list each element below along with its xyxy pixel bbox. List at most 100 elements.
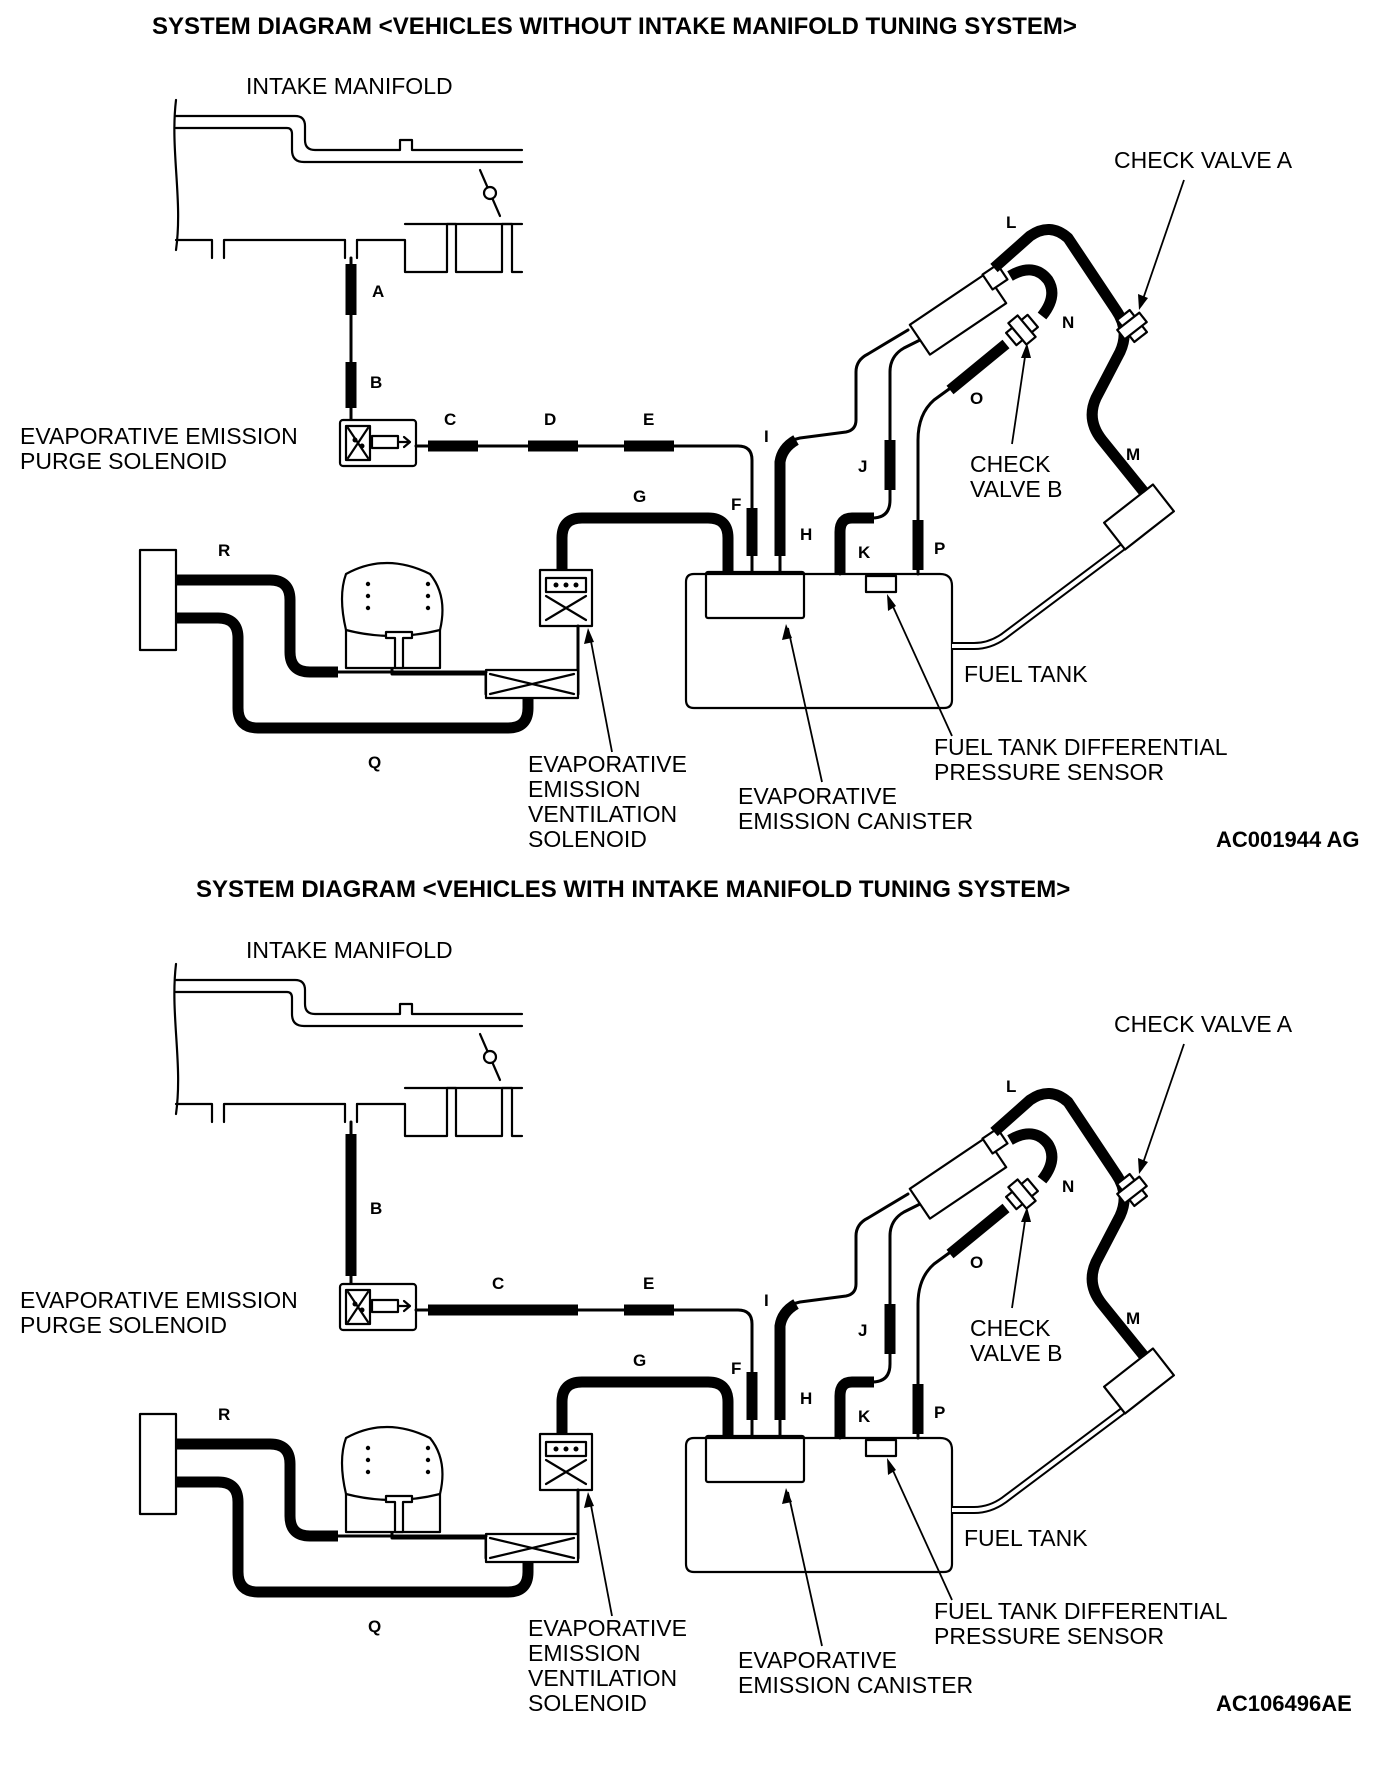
purge-solenoid-label-1: EVAPORATIVE EMISSION (20, 423, 298, 449)
intake-manifold-label: INTAKE MANIFOLD (246, 73, 453, 99)
ventilation-solenoid-label-4: SOLENOID (528, 826, 647, 852)
fuel-filler-neck (1103, 483, 1175, 551)
hose-q-2 (176, 1476, 534, 1598)
intake-manifold-label-2: INTAKE MANIFOLD (246, 937, 453, 963)
hose-l-label-2: L (1006, 1077, 1016, 1096)
check-valve-a (1115, 308, 1149, 344)
ventilation-solenoid-label-2-1: EVAPORATIVE (528, 1615, 687, 1641)
ventilation-solenoid-label-2: EMISSION (528, 776, 640, 802)
hose-b-label: B (370, 373, 382, 392)
pressure-sensor-2 (864, 1438, 898, 1458)
hose-p-label: P (934, 539, 945, 558)
hose-o (946, 339, 1010, 395)
hose-k (834, 512, 874, 574)
ventilation-solenoid-label-3: VENTILATION (528, 801, 677, 827)
hose-b-label-2: B (370, 1199, 382, 1218)
hose-g-label-2: G (633, 1351, 646, 1370)
ventilation-solenoid-label-1: EVAPORATIVE (528, 751, 687, 777)
hose-d-label: D (544, 410, 556, 429)
check-valve-b-label-2-1: CHECK (970, 1315, 1051, 1341)
hose-f-label: F (731, 495, 741, 514)
pressure-sensor-label-2-1: FUEL TANK DIFFERENTIAL (934, 1598, 1228, 1624)
hose-o-2 (946, 1203, 1010, 1259)
pressure-sensor-label-2-2: PRESSURE SENSOR (934, 1623, 1164, 1649)
intake-manifold-2 (173, 962, 524, 1138)
check-valve-b-label-2: VALVE B (970, 476, 1062, 502)
hose-g (556, 512, 734, 572)
purge-solenoid-label-2-2: PURGE SOLENOID (20, 1312, 227, 1338)
hose-h-label-2: H (800, 1389, 812, 1408)
ventilation-solenoid-label-2-2: EMISSION (528, 1640, 640, 1666)
canister-label-2-2: EMISSION CANISTER (738, 1672, 973, 1698)
hose-i-label-2: I (764, 1291, 769, 1310)
check-valve-a-label: CHECK VALVE A (1114, 147, 1293, 173)
hose-l-label: L (1006, 213, 1016, 232)
purge-solenoid (338, 418, 418, 468)
hose-n-label: N (1062, 313, 1074, 332)
hose-a-label: A (372, 282, 384, 301)
hose-h (774, 435, 799, 556)
pressure-sensor (864, 574, 898, 594)
check-valve-a-2 (1115, 1172, 1149, 1208)
hose-h-label: H (800, 525, 812, 544)
hose-k-2 (834, 1376, 874, 1438)
diagram-2-code: AC106496AE (1216, 1691, 1352, 1716)
ventilation-solenoid-label-2-3: VENTILATION (528, 1665, 677, 1691)
canister-label-2-1: EVAPORATIVE (738, 1647, 897, 1673)
hose-e-label: E (643, 410, 654, 429)
check-valve-b-label-1: CHECK (970, 451, 1051, 477)
hose-h-2 (774, 1299, 799, 1420)
purge-solenoid-2 (338, 1282, 418, 1332)
hose-q-label: Q (368, 753, 381, 772)
hose-c-label-2: C (492, 1274, 504, 1293)
ventilation-solenoid-label-2-4: SOLENOID (528, 1690, 647, 1716)
diagram-2-title: SYSTEM DIAGRAM <VEHICLES WITH INTAKE MAN… (196, 876, 1070, 903)
hose-k-label: K (858, 543, 871, 562)
hose-n-label-2: N (1062, 1177, 1074, 1196)
air-inlet-2 (340, 1425, 444, 1534)
check-valve-a-label-2: CHECK VALVE A (1114, 1011, 1293, 1037)
hose-r (176, 574, 338, 678)
canister-label-2: EMISSION CANISTER (738, 808, 973, 834)
fuel-tank-label: FUEL TANK (964, 661, 1088, 687)
hose-n-2 (1007, 1128, 1058, 1184)
fuel-filler-bracket-2 (138, 1412, 178, 1516)
diagram-1-code: AC001944 AG (1216, 827, 1359, 852)
hose-e-label-2: E (643, 1274, 654, 1293)
hose-k-label-2: K (858, 1407, 871, 1426)
check-valve-b (1005, 313, 1039, 347)
fuel-filler-neck-2 (1103, 1347, 1175, 1415)
canister-label-1: EVAPORATIVE (738, 783, 897, 809)
hose-q (176, 612, 534, 734)
canister (704, 570, 806, 620)
air-inlet (340, 561, 444, 670)
canister-2 (704, 1434, 806, 1484)
hose-n (1007, 264, 1058, 320)
fuel-tank (684, 572, 954, 710)
hose-m-label-2: M (1126, 1309, 1140, 1328)
hose-j-label-2: J (858, 1321, 867, 1340)
hose-c-label: C (444, 410, 456, 429)
ventilation-solenoid (538, 568, 594, 628)
fuel-tank-2 (684, 1436, 954, 1574)
hose-r-label-2: R (218, 1405, 230, 1424)
pressure-sensor-label-1: FUEL TANK DIFFERENTIAL (934, 734, 1228, 760)
check-valve-b-2 (1005, 1177, 1039, 1211)
pressure-sensor-label-2: PRESSURE SENSOR (934, 759, 1164, 785)
hose-o-label: O (970, 389, 983, 408)
diagram-1: SYSTEM DIAGRAM <VEHICLES WITHOUT INTAKE … (20, 13, 1359, 852)
fuel-tank-label-2: FUEL TANK (964, 1525, 1088, 1551)
hose-o-label-2: O (970, 1253, 983, 1272)
check-valve-b-label-2-2: VALVE B (970, 1340, 1062, 1366)
hose-q-label-2: Q (368, 1617, 381, 1636)
intake-manifold (173, 98, 524, 274)
hose-r-2 (176, 1438, 338, 1542)
hose-r-label: R (218, 541, 230, 560)
diagram-1-title: SYSTEM DIAGRAM <VEHICLES WITHOUT INTAKE … (152, 13, 1077, 40)
hose-f-label-2: F (731, 1359, 741, 1378)
hose-m-label: M (1126, 445, 1140, 464)
hose-p-label-2: P (934, 1403, 945, 1422)
diagram-2: SYSTEM DIAGRAM <VEHICLES WITH INTAKE MAN… (20, 876, 1352, 1716)
